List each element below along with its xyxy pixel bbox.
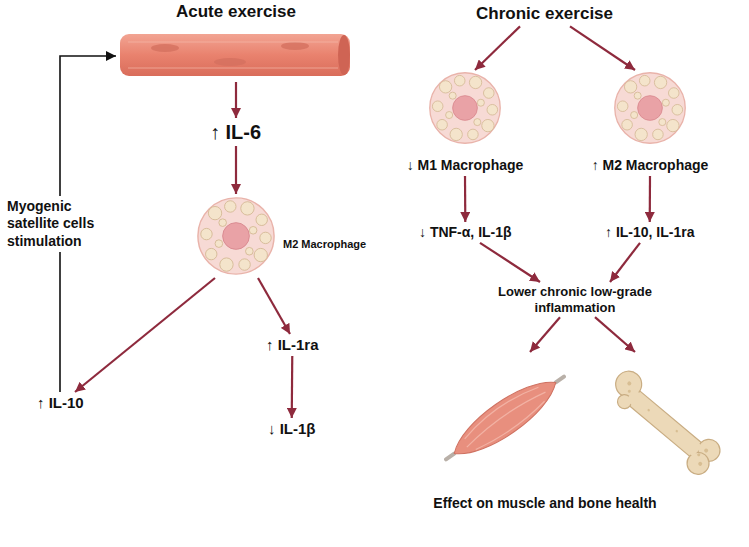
node-text: Lower chronic low-grade inflammation	[479, 284, 671, 315]
macrophage-cell	[430, 73, 500, 143]
node-text: ↓ TNF-α, IL-1β	[419, 224, 512, 241]
node-text: ↓ M1 Macrophage	[407, 157, 524, 176]
node-text: ↑ IL-10	[37, 394, 84, 412]
arrow-connector	[480, 243, 540, 282]
cytokine-label: ↑ IL-10, IL-1ra	[601, 222, 698, 243]
node-text: M2 Macrophage	[283, 238, 385, 251]
macrophage-cell	[615, 73, 685, 143]
arrow-connector	[610, 243, 640, 282]
arrow-connector	[595, 317, 635, 352]
muscle-fiber-node: Acute exercise	[116, 2, 356, 82]
muscle-bone-node: Effect on muscle and bone health	[430, 352, 720, 512]
node-text: ↑ IL-6	[210, 120, 261, 144]
cytokine-label: ↓ TNF-α, IL-1β	[415, 222, 516, 243]
muscle-fiber	[120, 34, 350, 76]
arrow-connector	[235, 146, 237, 194]
column-heading: Chronic exercise	[476, 4, 613, 24]
arrow-connector	[464, 176, 466, 222]
node-text: ↑ M2 Macrophage	[592, 157, 709, 176]
arrow-connector	[475, 26, 520, 70]
cytokine-label: ↑ IL-10	[33, 392, 88, 414]
muscle-illustration	[437, 363, 574, 473]
arrow-connector	[570, 26, 635, 70]
arrow-connector	[235, 82, 237, 118]
arrow-connector	[75, 278, 215, 392]
bone-illustration	[601, 366, 725, 479]
macrophage-node: ↓ M1 Macrophage	[390, 70, 540, 176]
arrow-connector	[649, 176, 651, 222]
arrow-connector	[530, 317, 560, 352]
outcome-box: Lower chronic low-grade inflammation	[475, 282, 675, 317]
node-text: Effect on muscle and bone health	[430, 495, 660, 512]
column-heading: Acute exercise	[116, 2, 356, 22]
node-text: ↑ IL-1ra	[266, 336, 319, 354]
macrophage-node: M2 Macrophage	[195, 194, 385, 278]
column-heading: Chronic exercise	[472, 2, 617, 26]
node-text: ↓ IL-1β	[268, 420, 316, 438]
cytokine-label: ↑ IL-1ra	[262, 334, 323, 356]
cytokine-label: ↑ IL-6	[206, 118, 265, 146]
macrophage-node: ↑ M2 Macrophage	[575, 70, 725, 176]
arrow-connector	[291, 356, 294, 418]
cytokine-label: ↓ IL-1β	[264, 418, 320, 440]
macrophage-cell	[198, 198, 274, 274]
edge-label: Myogenic satellite cells stimulation	[4, 196, 116, 253]
arrow-connector	[258, 278, 290, 334]
node-text: ↑ IL-10, IL-1ra	[605, 224, 694, 241]
